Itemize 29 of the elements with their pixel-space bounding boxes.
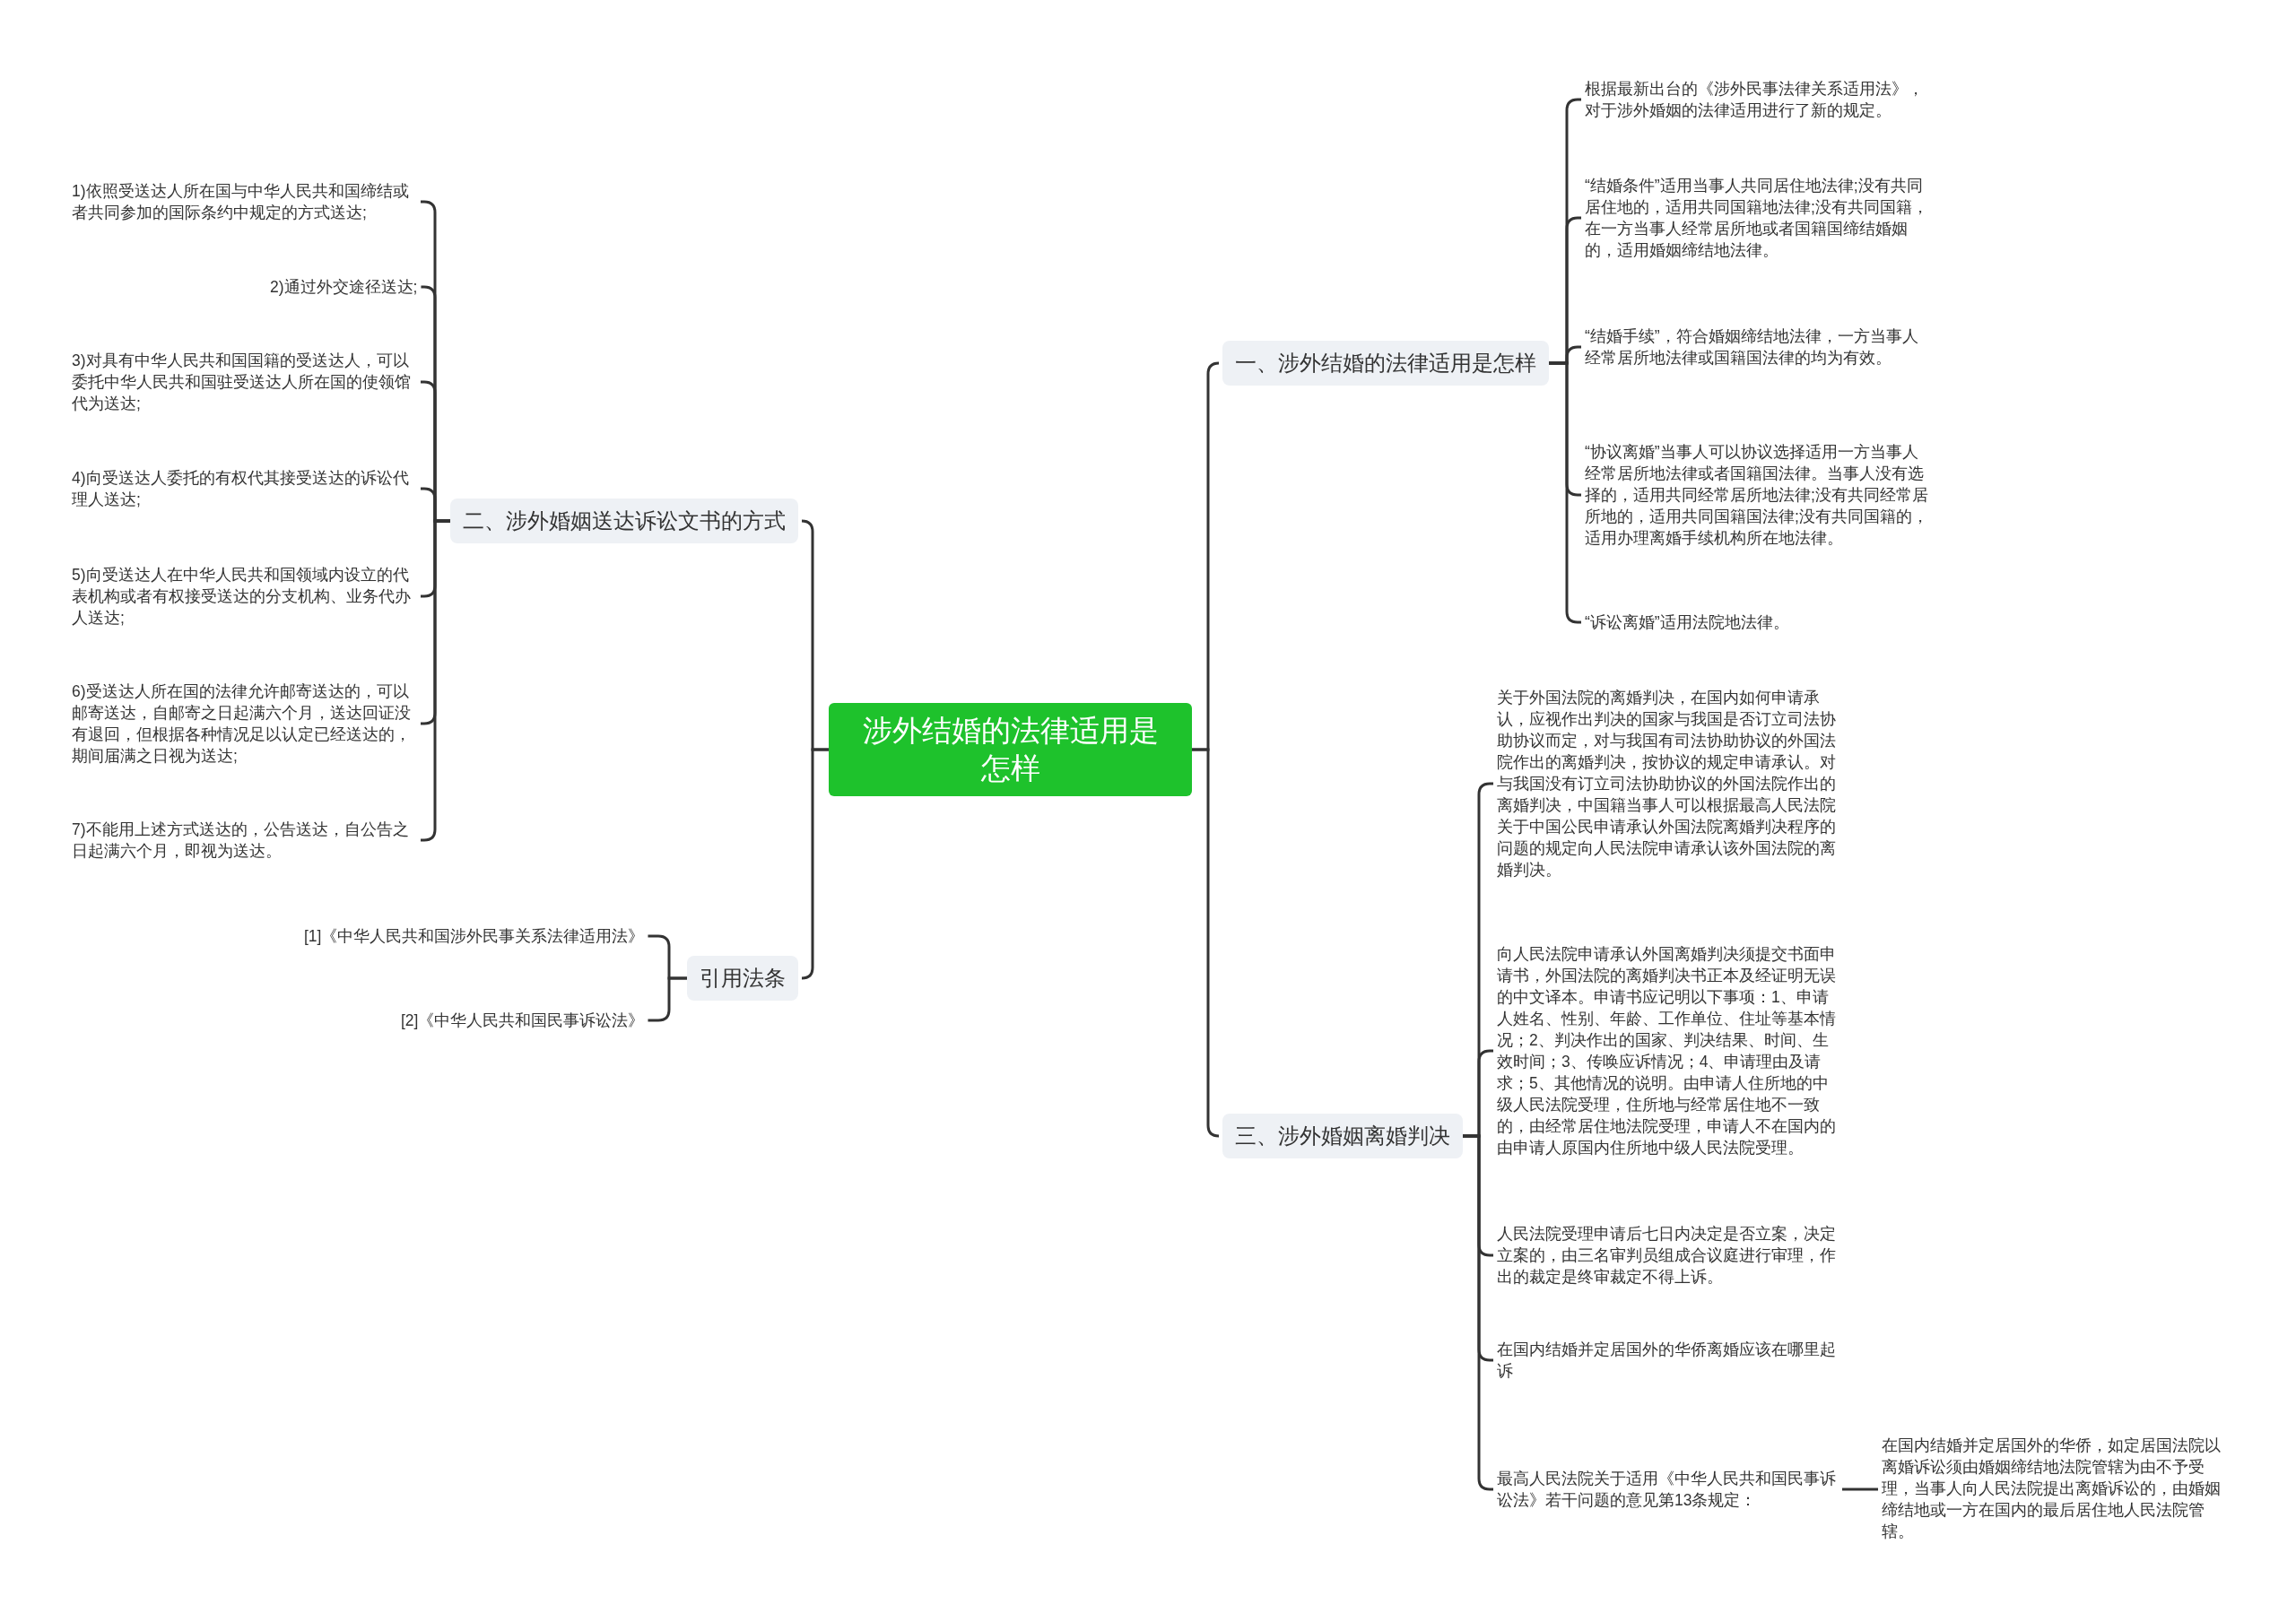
note-text: “结婚手续”，符合婚姻缔结地法律，一方当事人经常居所地法律或国籍国法律的均为有效。 <box>1585 325 1930 369</box>
central-topic-box: 涉外结婚的法律适用是怎样 <box>829 703 1192 796</box>
note-text: 5)向受送达人在中华人民共和国领域内设立的代表机构或者有权接受送达的分支机构、业务代办人送达; <box>72 564 417 629</box>
connector <box>1842 1488 1878 1491</box>
note-text: 4)向受送达人委托的有权代其接受送达的诉讼代理人送达; <box>72 467 417 510</box>
note-text: [2]《中华人民共和国民事诉讼法》 <box>401 1010 645 1031</box>
note-text: “结婚条件”适用当事人共同居住地法律;没有共同居住地的，适用共同国籍地法律;没有共同国籍，在一方当事人经常居所地或者国籍国缔结婚姻的，适用婚姻缔结地法律。 <box>1585 175 1930 261</box>
note-text: 根据最新出台的《涉外民事法律关系适用法》，对于涉外婚姻的法律适用进行了新的规定。 <box>1585 78 1930 121</box>
topic-box: 二、涉外婚姻送达诉讼文书的方式 <box>450 499 798 543</box>
note-text: “诉讼离婚”适用法院地法律。 <box>1585 612 1789 633</box>
note-text: [1]《中华人民共和国涉外民事关系法律适用法》 <box>304 925 645 947</box>
note-text: 在国内结婚并定居国外的华侨，如定居国法院以离婚诉讼须由婚姻缔结地法院管辖为由不予受理，当事人向人民法院提出离婚诉讼的，由婚姻缔结地或一方在国内的最后居住地人民法院管辖。 <box>1882 1435 2227 1542</box>
note-text: “协议离婚”当事人可以协议选择适用一方当事人经常居所地法律或者国籍国法律。当事人没有选择的，适用共同经常居所地法律;没有共同经常居所地的，适用共同国籍国法律;没有共同国籍的，适用办理离婚手续机构所在地法律。 <box>1585 441 1930 549</box>
note-text: 2)通过外交途径送达; <box>270 276 418 298</box>
topic-box: 引用法条 <box>687 956 798 1001</box>
topic-box: 一、涉外结婚的法律适用是怎样 <box>1222 341 1549 386</box>
connector <box>648 976 687 1022</box>
connector <box>1192 748 1221 1138</box>
note-text: 1)依照受送达人所在国与中华人民共和国缔结或者共同参加的国际条约中规定的方式送达; <box>72 180 417 223</box>
note-text: 向人民法院申请承认外国离婚判决须提交书面申请书，外国法院的离婚判决书正本及经证明无误的中文译本。申请书应记明以下事项：1、申请人姓名、性别、年龄、工作单位、住址等基本情况；2、判决作出的国家、判决结果、时间、生效时间；3、传唤应诉情况；4、申请理由及请求；5、其他情况的说明。由申请人住所地的中级人民法院受理，住所地与经常居住地不一致的，由经常居住地法院受理，申请人不在国内的由申请人原国内住所地中级人民法院受理。 <box>1497 943 1842 1158</box>
note-text: 最高人民法院关于适用《中华人民共和国民事诉讼法》若干问题的意见第13条规定： <box>1497 1468 1842 1511</box>
connector <box>800 748 829 980</box>
note-text: 7)不能用上述方式送达的，公告送达，自公告之日起满六个月，即视为送达。 <box>72 819 417 862</box>
note-text: 在国内结婚并定居国外的华侨离婚应该在哪里起诉 <box>1497 1339 1842 1382</box>
note-text: 3)对具有中华人民共和国国籍的受送达人，可以委托中华人民共和国驻受送达人所在国的使领馆代为送达; <box>72 350 417 414</box>
note-text: 关于外国法院的离婚判决，在国内如何申请承认，应视作出判决的国家与我国是否订立司法协助协议而定，对与我国有司法协助协议的外国法院作出的离婚判决，按协议的规定申请承认。对与我国没有订立司法协助协议的外国法院作出的离婚判决，中国籍当事人可以根据最高人民法院关于中国公民申请承认外国法院离婚判决程序的问题的规定向人民法院申请承认该外国法院的离婚判决。 <box>1497 687 1842 880</box>
note-text: 6)受送达人所在国的法律允许邮寄送达的，可以邮寄送达，自邮寄之日起满六个月，送达回证没有退回，但根据各种情况足以认定已经送达的，期间届满之日视为送达; <box>72 681 417 767</box>
topic-box: 三、涉外婚姻离婚判决 <box>1222 1114 1463 1158</box>
note-text: 人民法院受理申请后七日内决定是否立案，决定立案的，由三名审判员组成合议庭进行审理，作出的裁定是终审裁定不得上诉。 <box>1497 1223 1842 1288</box>
